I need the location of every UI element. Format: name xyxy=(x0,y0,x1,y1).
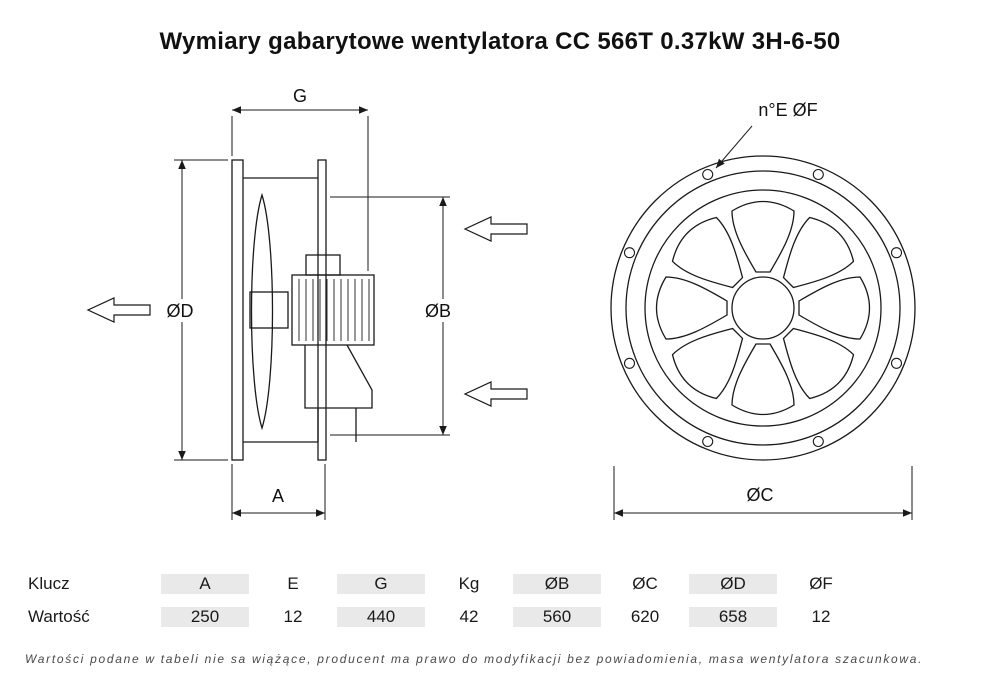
fan-blade xyxy=(671,216,744,289)
dim-label-g: G xyxy=(293,86,307,106)
fan-blade xyxy=(798,276,871,340)
table-value-cell-of: 12 xyxy=(811,606,831,626)
table-value-cell-ob: 560 xyxy=(513,606,601,627)
dim-label-d: ØD xyxy=(167,301,194,321)
flange-inner-circle xyxy=(625,170,901,446)
table-value-cell-od: 658 xyxy=(689,606,777,627)
fan-blade xyxy=(655,276,728,340)
fan-blade xyxy=(731,200,795,273)
table-key-cell-e: E xyxy=(287,573,299,593)
hub-side xyxy=(249,291,289,329)
inlet-flange xyxy=(231,159,244,461)
dim-label-b: ØB xyxy=(425,301,451,321)
dimension-lines xyxy=(174,106,913,520)
label-backgrounds xyxy=(160,299,458,322)
page-title: Wymiary gabarytowe wentylatora CC 566T 0… xyxy=(159,28,841,55)
bolt-hole xyxy=(623,357,636,369)
rear-plate xyxy=(317,159,327,461)
table-value-cell-a: 250 xyxy=(161,606,249,627)
table-key-cell-ob: ØB xyxy=(513,573,601,594)
blade-silhouette xyxy=(250,192,274,431)
table-value-cell-e: 12 xyxy=(283,606,303,626)
bolt-hole xyxy=(623,247,636,259)
table-key-cell-a: A xyxy=(161,573,249,594)
bolt-holes-label: n°E ØF xyxy=(758,100,817,120)
airflow-arrows xyxy=(86,216,528,407)
bolt-hole xyxy=(890,247,903,259)
motor-bracket xyxy=(304,344,373,409)
table-row-label-key: Klucz xyxy=(28,573,70,593)
bolt-hole xyxy=(890,357,903,369)
table-row-label-value: Wartość xyxy=(28,606,90,626)
table-key-cell-kg: Kg xyxy=(458,573,480,593)
fan-blade xyxy=(671,327,744,400)
table-row-keys: Klucz A E G Kg ØB ØC ØD ØF xyxy=(0,567,1000,600)
fan-blade xyxy=(731,343,795,416)
bolt-hole-leader-arrow xyxy=(715,125,753,169)
airflow-arrow-right-top xyxy=(463,216,528,242)
table-value-cell-g: 440 xyxy=(337,606,425,627)
dim-label-c: ØC xyxy=(747,485,774,505)
bolt-hole xyxy=(702,435,714,448)
bolt-hole xyxy=(702,168,714,181)
dimensions-table: Klucz A E G Kg ØB ØC ØD ØF Wartość 250 1… xyxy=(0,567,1000,633)
bolt-hole xyxy=(812,168,824,181)
table-key-cell-od: ØD xyxy=(689,573,777,594)
dim-label-a: A xyxy=(272,486,284,506)
table-row-values: Wartość 250 12 440 42 560 620 658 12 xyxy=(0,600,1000,633)
motor-fins xyxy=(298,279,370,341)
table-key-cell-oc: ØC xyxy=(632,573,658,593)
airflow-arrow-left xyxy=(86,297,151,323)
footer-disclaimer: Wartości podane w tabeli nie sa wiążące,… xyxy=(25,652,924,666)
table-value-cell-oc: 620 xyxy=(630,606,660,626)
table-key-cell-of: ØF xyxy=(809,573,833,593)
table-value-cell-kg: 42 xyxy=(459,606,479,626)
fan-front-view xyxy=(610,155,916,461)
technical-drawing: G ØD ØB A n°E ØF ØC xyxy=(86,86,916,520)
bolt-holes xyxy=(623,168,903,448)
terminal-box xyxy=(305,254,341,276)
bolt-hole xyxy=(812,435,824,448)
duct-bore-circle xyxy=(644,189,882,427)
table-key-cell-g: G xyxy=(337,573,425,594)
fan-blade xyxy=(782,327,855,400)
fan-side-view xyxy=(231,159,375,461)
fan-blade xyxy=(782,216,855,289)
airflow-arrow-right-bottom xyxy=(463,381,528,407)
hub-circle xyxy=(731,276,795,340)
impeller-blades xyxy=(655,200,871,416)
outer-flange-circle xyxy=(610,155,916,461)
